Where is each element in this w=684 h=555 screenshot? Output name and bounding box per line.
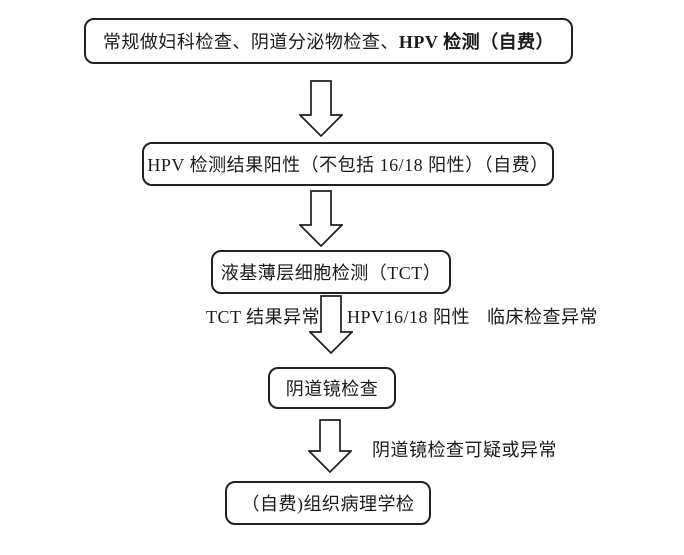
flow-node-tct: 液基薄层细胞检测（TCT） [211,250,451,294]
branch-label-tct-abnormal: TCT 结果异常 [206,307,321,327]
branch-label-clinical-abnormal: 临床检查异常 [487,307,598,327]
flow-node-pathology: （自费)组织病理学检 [225,481,431,525]
arrow-label-colposcopy-abnormal: 阴道镜检查可疑或异常 [372,440,557,460]
flow-node-colposcopy-text: 阴道镜检查 [285,379,379,399]
flow-node-routine-exam-text: 常规做妇科检查、阴道分泌物检查、HPV 检测（自费） [103,28,554,54]
flow-node-routine-exam-text-normal: 常规做妇科检查、阴道分泌物检查、 [102,32,399,52]
branch-label-hpv1618-positive: HPV16/18 阳性 [347,307,471,327]
down-arrow-icon [299,190,343,247]
flow-node-routine-exam-text-bold: HPV 检测（自费） [398,32,555,52]
flow-node-colposcopy: 阴道镜检查 [268,367,396,409]
flow-node-routine-exam: 常规做妇科检查、阴道分泌物检查、HPV 检测（自费） [84,18,573,64]
down-arrow-icon [308,419,352,473]
down-arrow-icon [309,295,353,354]
flow-node-pathology-text: （自费)组织病理学检 [241,494,415,514]
flow-node-tct-text: 液基薄层细胞检测（TCT） [220,263,442,283]
flow-node-hpv-positive: HPV 检测结果阳性（不包括 16/18 阳性）（自费） [142,142,554,186]
flow-node-hpv-positive-text: HPV 检测结果阳性（不包括 16/18 阳性）（自费） [147,155,549,175]
down-arrow-icon [299,80,343,137]
